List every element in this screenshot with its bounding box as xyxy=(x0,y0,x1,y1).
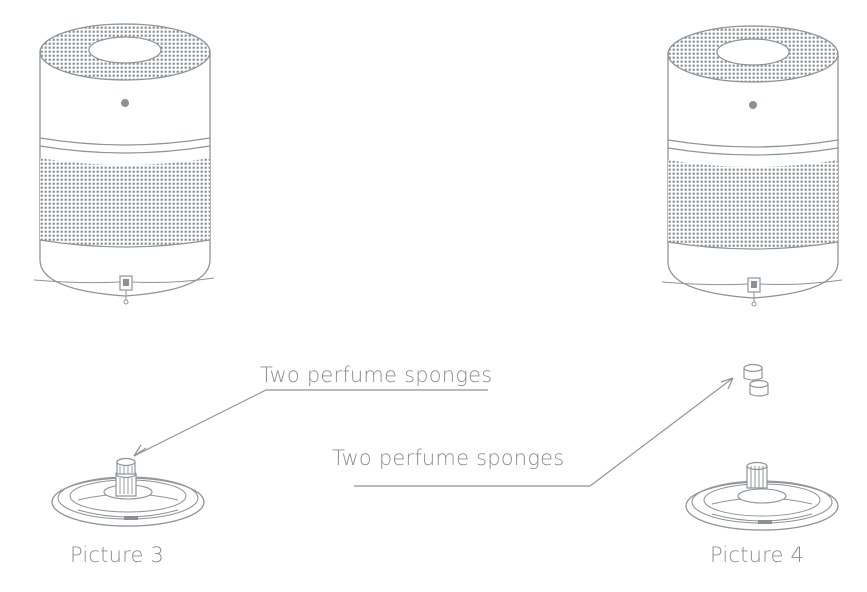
caption-picture-3: Picture 3 xyxy=(70,543,164,567)
caption-picture-4: Picture 4 xyxy=(710,543,804,567)
callout-leader-left xyxy=(133,389,488,457)
purifier-base-icon xyxy=(51,457,205,527)
air-purifier-icon xyxy=(661,25,843,307)
perfume-sponge-icon xyxy=(749,379,769,397)
callout-leader-right xyxy=(354,377,734,487)
callout-label-left: Two perfume sponges xyxy=(260,363,492,387)
air-purifier-icon xyxy=(33,23,215,305)
perfume-sponge-icon xyxy=(743,363,763,381)
callout-label-right: Two perfume sponges xyxy=(332,446,564,470)
purifier-base-icon xyxy=(685,461,839,531)
